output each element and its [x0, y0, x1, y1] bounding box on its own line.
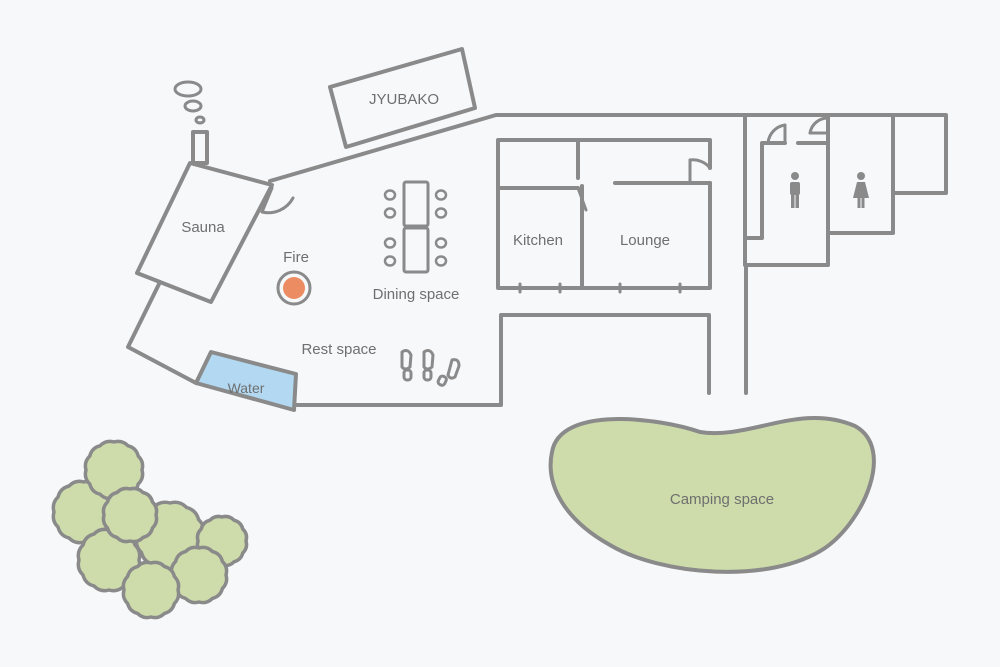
tree-canopy: [101, 486, 159, 544]
male-restroom-icon: [790, 172, 800, 208]
trees-icon: [51, 439, 249, 620]
female-restroom-icon: [853, 172, 869, 208]
sliding-windows: [508, 282, 702, 294]
sauna-chimney: [191, 130, 209, 165]
restrooms: [743, 116, 869, 240]
kitchen-label: Kitchen: [513, 232, 563, 249]
jyubako-label: JYUBAKO: [369, 91, 439, 108]
sauna-room: Sauna: [135, 161, 295, 304]
chair-icon: [383, 189, 448, 267]
dining-area: Dining space: [373, 180, 460, 303]
footprints-icon: [400, 349, 461, 387]
main-building-walls: [126, 113, 948, 407]
sauna-label: Sauna: [181, 219, 225, 236]
jyubako-building: JYUBAKO: [328, 47, 477, 149]
lounge-label: Lounge: [620, 232, 670, 249]
camping-label: Camping space: [670, 491, 774, 508]
fire-label: Fire: [283, 249, 309, 266]
camping-space: Camping space: [548, 416, 876, 574]
rest-label: Rest space: [301, 341, 376, 358]
water-basin: Water: [194, 350, 298, 412]
smoke-icon: [173, 80, 206, 125]
fire-pit: Fire: [276, 249, 312, 306]
water-label: Water: [228, 380, 265, 396]
dining-label: Dining space: [373, 286, 460, 303]
tree-canopy: [121, 560, 181, 620]
kitchen-lounge-block: Kitchen Lounge: [496, 138, 712, 294]
